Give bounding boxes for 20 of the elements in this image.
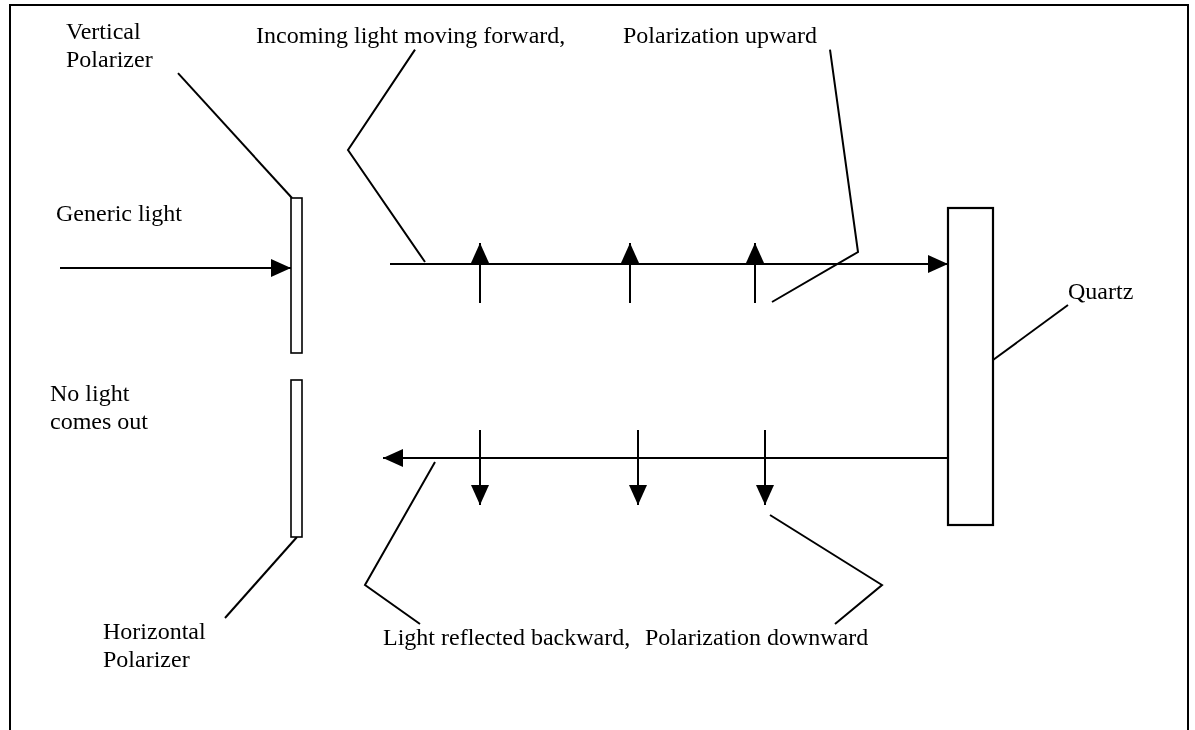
polarizer-bar [290,197,303,354]
leader-line [769,514,884,625]
leader-line [224,536,298,619]
callout-label: Incoming light moving forward, [256,22,601,50]
light-beam-arrow [389,255,949,273]
light-beam-arrow [59,259,292,277]
callout-label: Vertical Polarizer [66,18,178,74]
callout-label: Quartz [1068,278,1148,306]
polarizer-bar [290,379,303,538]
leader-line [771,48,860,303]
callout-label: Polarization downward [645,624,885,652]
crystal-slab [946,206,995,527]
callout-label: Horizontal Polarizer [103,618,231,674]
leader-line [177,72,293,199]
caption-text: No light comes out [50,380,149,436]
callout-label: Polarization upward [623,22,853,50]
light-beam-arrow [382,449,949,467]
caption-text: Generic light [56,200,183,228]
leader-line [363,461,436,625]
leader-line [346,48,426,263]
